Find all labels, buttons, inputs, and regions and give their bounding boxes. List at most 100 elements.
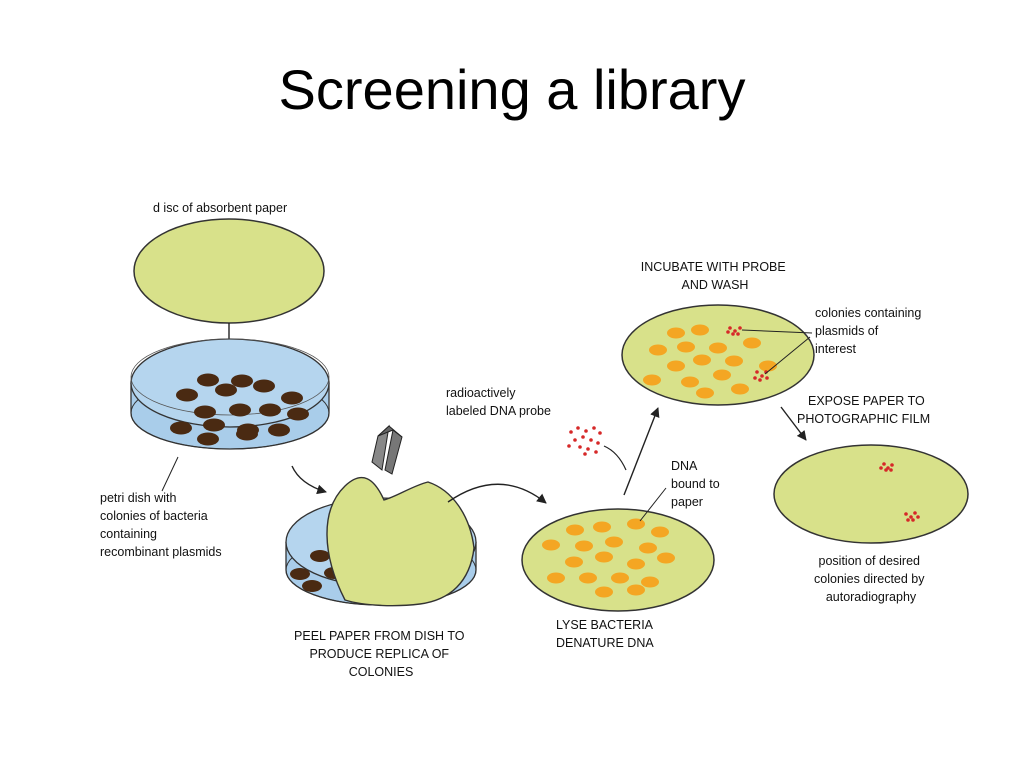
colony <box>696 387 714 399</box>
incubated-colonies <box>643 324 777 399</box>
film-spot-dot <box>906 518 910 522</box>
colony <box>231 374 253 388</box>
colony <box>215 383 237 397</box>
colony <box>611 572 629 584</box>
dna-bound-pointer <box>639 487 667 522</box>
hot-colony-dot <box>753 376 757 380</box>
probe-fragment <box>576 426 580 430</box>
hot-colony-dot <box>736 332 740 336</box>
colony <box>575 540 593 552</box>
lyse-label-line: LYSE BACTERIA <box>556 618 654 632</box>
arrow-incubate-to-film <box>780 406 807 441</box>
film-spot-dot <box>909 515 913 519</box>
colony <box>259 403 281 417</box>
film-spot-dot <box>916 515 920 519</box>
probe-fragment <box>578 445 582 449</box>
petri-label-line: recombinant plasmids <box>100 545 222 559</box>
colony <box>565 556 583 568</box>
colony <box>605 536 623 548</box>
colony <box>176 388 198 402</box>
probe-fragment <box>573 438 577 442</box>
arrow-dish-to-peel <box>291 465 327 495</box>
probe-fragment <box>586 447 590 451</box>
probe-fragment <box>592 426 596 430</box>
probe-fragment <box>584 429 588 433</box>
colony <box>639 542 657 554</box>
colony <box>681 376 699 388</box>
probe-fragment <box>569 430 573 434</box>
dna-bound-line: paper <box>671 495 703 509</box>
incubate-label: INCUBATE WITH PROBE AND WASH <box>641 260 789 292</box>
colony <box>170 421 192 435</box>
peel-label-line: COLONIES <box>349 665 414 679</box>
hot-colony-dot <box>758 378 762 382</box>
probe-label-line: labeled DNA probe <box>446 404 551 418</box>
colony <box>667 360 685 372</box>
incubate-label-line: INCUBATE WITH PROBE <box>641 260 786 274</box>
disc-label: d isc of absorbent paper <box>153 201 287 215</box>
interest-pointer-lower <box>764 336 811 375</box>
colony <box>691 324 709 336</box>
petri-label-line: petri dish with <box>100 491 176 505</box>
position-label-line: colonies directed by <box>814 572 925 586</box>
probe-fragment <box>583 452 587 456</box>
hot-colony-dot <box>733 329 737 333</box>
colony <box>236 427 258 441</box>
probe-fragment <box>567 444 571 448</box>
incubated-paper-disc <box>621 304 815 406</box>
colony <box>627 518 645 530</box>
colony <box>595 551 613 563</box>
expose-label: EXPOSE PAPER TO PHOTOGRAPHIC FILM <box>797 394 930 426</box>
colony <box>310 550 330 562</box>
position-label-line: autoradiography <box>826 590 917 604</box>
peeling-paper <box>326 476 475 607</box>
colony <box>547 572 565 584</box>
probe-label-line: radioactively <box>446 386 516 400</box>
peel-label: PEEL PAPER FROM DISH TO PRODUCE REPLICA … <box>294 629 468 679</box>
probe-fragment <box>589 438 593 442</box>
position-label-line: position of desired <box>819 554 921 568</box>
probe-fragment <box>594 450 598 454</box>
colony <box>197 373 219 387</box>
film-spot-dot <box>890 463 894 467</box>
colony <box>641 576 659 588</box>
forceps-icon <box>371 424 403 475</box>
film-spot-dot <box>904 512 908 516</box>
film-spot-dot <box>882 462 886 466</box>
colony <box>290 568 310 580</box>
colonies-interest-label: colonies containing plasmids of interest <box>815 306 925 356</box>
colony <box>657 552 675 564</box>
petri-label-pointer <box>161 456 179 492</box>
hot-colony-dot <box>760 374 764 378</box>
incubate-label-line: AND WASH <box>682 278 749 292</box>
film-spot-dot <box>884 468 888 472</box>
peel-label-line: PRODUCE REPLICA OF <box>309 647 449 661</box>
colony <box>649 344 667 356</box>
petri-label-line: colonies of bacteria <box>100 509 208 523</box>
colony <box>542 539 560 551</box>
colony <box>194 405 216 419</box>
colonies-interest-line: interest <box>815 342 857 356</box>
petri-label: petri dish with colonies of bacteria con… <box>100 491 222 559</box>
colony <box>643 374 661 386</box>
colony <box>667 327 685 339</box>
colony <box>627 584 645 596</box>
colony <box>197 432 219 446</box>
colony <box>627 558 645 570</box>
colony <box>253 379 275 393</box>
probe-fragment <box>598 431 602 435</box>
hot-colony-dot <box>738 326 742 330</box>
hot-colony-dot <box>755 370 759 374</box>
colony <box>229 403 251 417</box>
expose-label-line: PHOTOGRAPHIC FILM <box>797 412 930 426</box>
dna-bound-line: DNA <box>671 459 698 473</box>
lysed-colonies <box>542 518 675 598</box>
dna-bound-label: DNA bound to paper <box>671 459 723 509</box>
colony <box>713 369 731 381</box>
probe-label: radioactively labeled DNA probe <box>446 386 551 418</box>
lysed-paper-disc <box>521 508 715 612</box>
colony <box>725 355 743 367</box>
film-spot-dot <box>911 518 915 522</box>
colony <box>651 526 669 538</box>
